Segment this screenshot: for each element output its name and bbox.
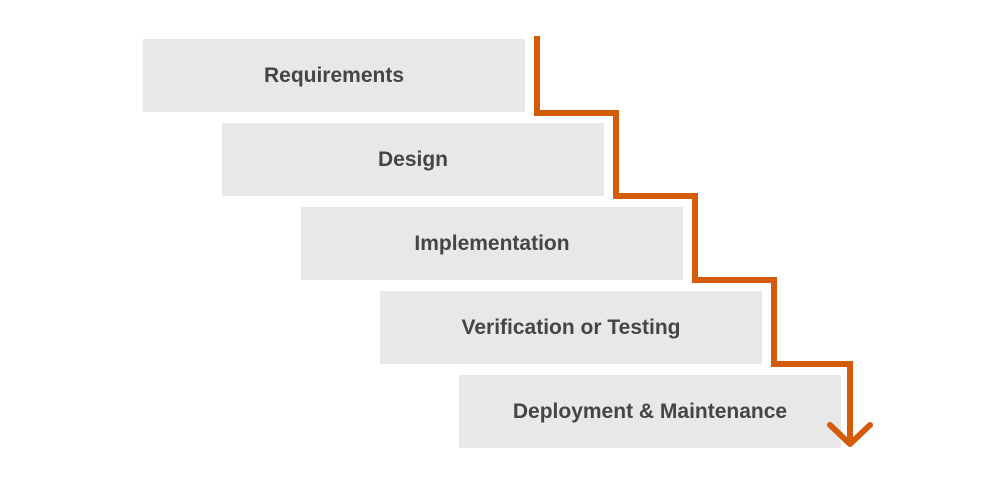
staircase-flow-line bbox=[534, 36, 853, 442]
step-label: Design bbox=[377, 147, 448, 171]
step-label: Implementation bbox=[414, 231, 570, 255]
step-design: Design bbox=[222, 123, 604, 196]
step-verification: Verification or Testing bbox=[380, 291, 762, 364]
step-requirements: Requirements bbox=[143, 39, 525, 112]
step-label: Deployment & Maintenance bbox=[512, 399, 788, 423]
step-label: Verification or Testing bbox=[461, 315, 681, 339]
arrow-head-icon bbox=[827, 422, 873, 447]
step-label: Requirements bbox=[263, 63, 405, 87]
step-deployment: Deployment & Maintenance bbox=[459, 375, 841, 448]
step-implementation: Implementation bbox=[301, 207, 683, 280]
